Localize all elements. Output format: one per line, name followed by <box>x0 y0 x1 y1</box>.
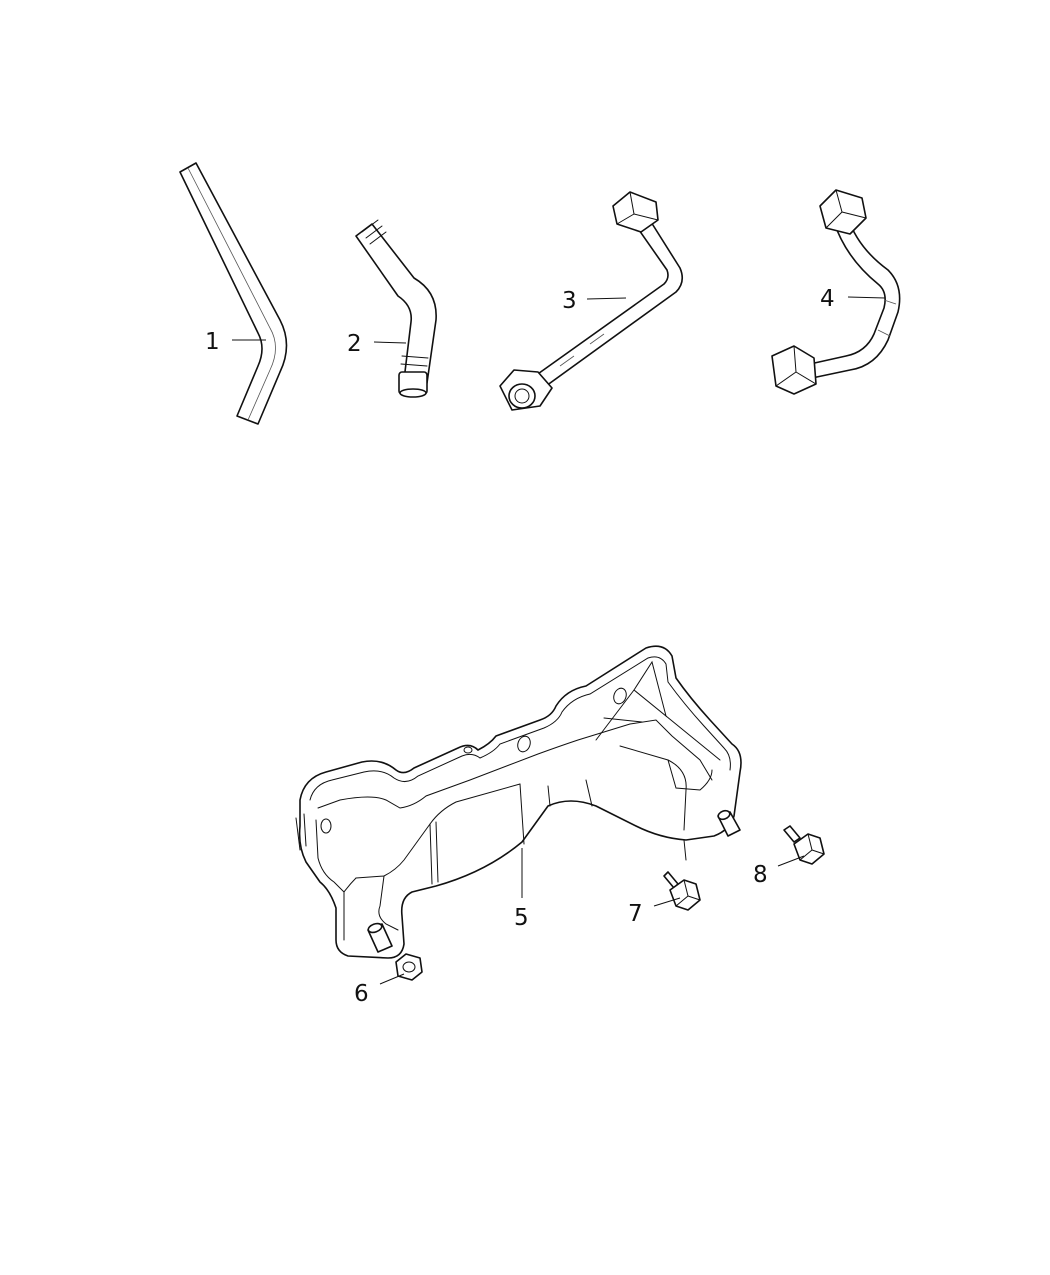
callout-4: 4 <box>820 286 835 312</box>
callout-5: 5 <box>514 905 529 931</box>
part-7-bolt[interactable] <box>663 871 701 911</box>
part-5-skid-plate[interactable] <box>295 645 742 959</box>
callout-6: 6 <box>354 981 369 1007</box>
leader-7 <box>653 897 681 907</box>
leader-3 <box>586 297 627 300</box>
part-1-hose[interactable] <box>179 162 288 425</box>
callout-7: 7 <box>628 901 643 927</box>
part-4-tube[interactable] <box>771 189 901 395</box>
part-8-bolt[interactable] <box>783 825 825 865</box>
leader-6 <box>379 973 405 985</box>
callout-1: 1 <box>205 329 220 355</box>
callout-2: 2 <box>347 331 362 357</box>
leader-4 <box>847 296 886 299</box>
part-3-tube[interactable] <box>499 191 684 411</box>
callout-3: 3 <box>562 288 577 314</box>
leader-2 <box>373 341 407 344</box>
part-2-hose[interactable] <box>355 219 437 398</box>
leader-8 <box>777 855 805 867</box>
callout-8: 8 <box>753 862 768 888</box>
